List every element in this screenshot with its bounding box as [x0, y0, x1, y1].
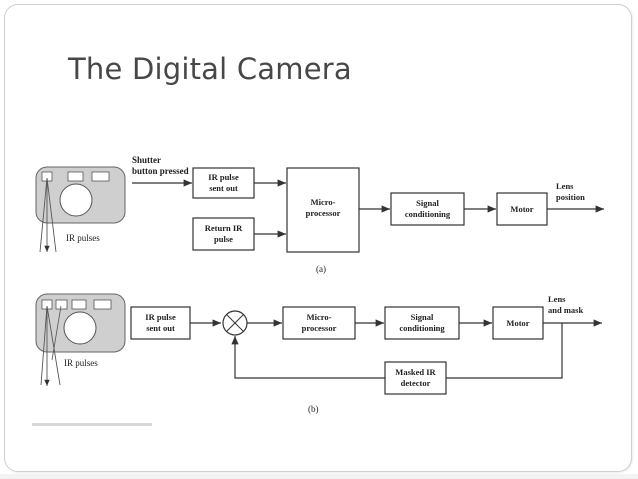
camera-b-label: IR pulses — [64, 358, 98, 368]
lens-position-line1: Lens — [556, 181, 574, 191]
signal-conditioning-b-line1: Signal — [411, 312, 434, 322]
masked-ir-detector-line2: detector — [401, 378, 431, 388]
signal-conditioning-b-line2: conditioning — [399, 323, 445, 333]
motor-a-label: Motor — [510, 204, 533, 214]
lens-mask-line2: and mask — [548, 305, 583, 315]
ir-pulse-sent-b-line1: IR pulse — [145, 312, 176, 322]
masked-ir-detector-box — [384, 361, 447, 395]
ir-pulse-sent-b-line2: sent out — [146, 323, 175, 333]
cropped-caption-remnant — [32, 423, 152, 426]
signal-conditioning-a-line1: Signal — [416, 198, 439, 208]
microprocessor-b-line2: processor — [302, 323, 337, 333]
return-ir-box-a — [192, 217, 255, 251]
signal-conditioning-a-line2: conditioning — [405, 209, 451, 219]
microprocessor-b-line1: Micro- — [307, 312, 332, 322]
microprocessor-a-line1: Micro- — [311, 197, 336, 207]
masked-ir-detector-line1: Masked IR — [395, 367, 436, 377]
motor-b-label: Motor — [506, 318, 529, 328]
camera-a-icon — [35, 166, 126, 253]
signal-conditioning-box-a — [390, 192, 465, 226]
ir-pulse-sent-a-line1: IR pulse — [208, 172, 239, 182]
bottom-strip — [0, 474, 638, 479]
lens-mask-line1: Lens — [548, 294, 566, 304]
lens-position-line2: position — [556, 192, 585, 202]
summing-junction — [222, 310, 248, 336]
slide-title: The Digital Camera — [68, 52, 352, 86]
motor-box-a — [496, 192, 548, 226]
shutter-label-line1: Shutter — [132, 155, 161, 165]
caption-a: (a) — [316, 264, 326, 274]
microprocessor-box-a — [286, 167, 360, 253]
return-ir-a-line1: Return IR — [205, 223, 243, 233]
caption-b: (b) — [308, 404, 319, 414]
diagram-b: IR pulses IR pulse sent out Micro- proce… — [35, 293, 602, 414]
camera-b-icon — [35, 293, 126, 386]
camera-a-label: IR pulses — [66, 233, 100, 243]
microprocessor-a-line2: processor — [306, 208, 341, 218]
ir-pulse-sent-a-line2: sent out — [209, 183, 238, 193]
diagram-a: IR pulses Shutter button pressed IR puls… — [35, 155, 604, 274]
return-ir-a-line2: pulse — [214, 234, 233, 244]
ir-pulse-sent-box-a — [192, 167, 255, 199]
shutter-label-line2: button pressed — [132, 166, 189, 176]
motor-box-b — [492, 306, 544, 340]
